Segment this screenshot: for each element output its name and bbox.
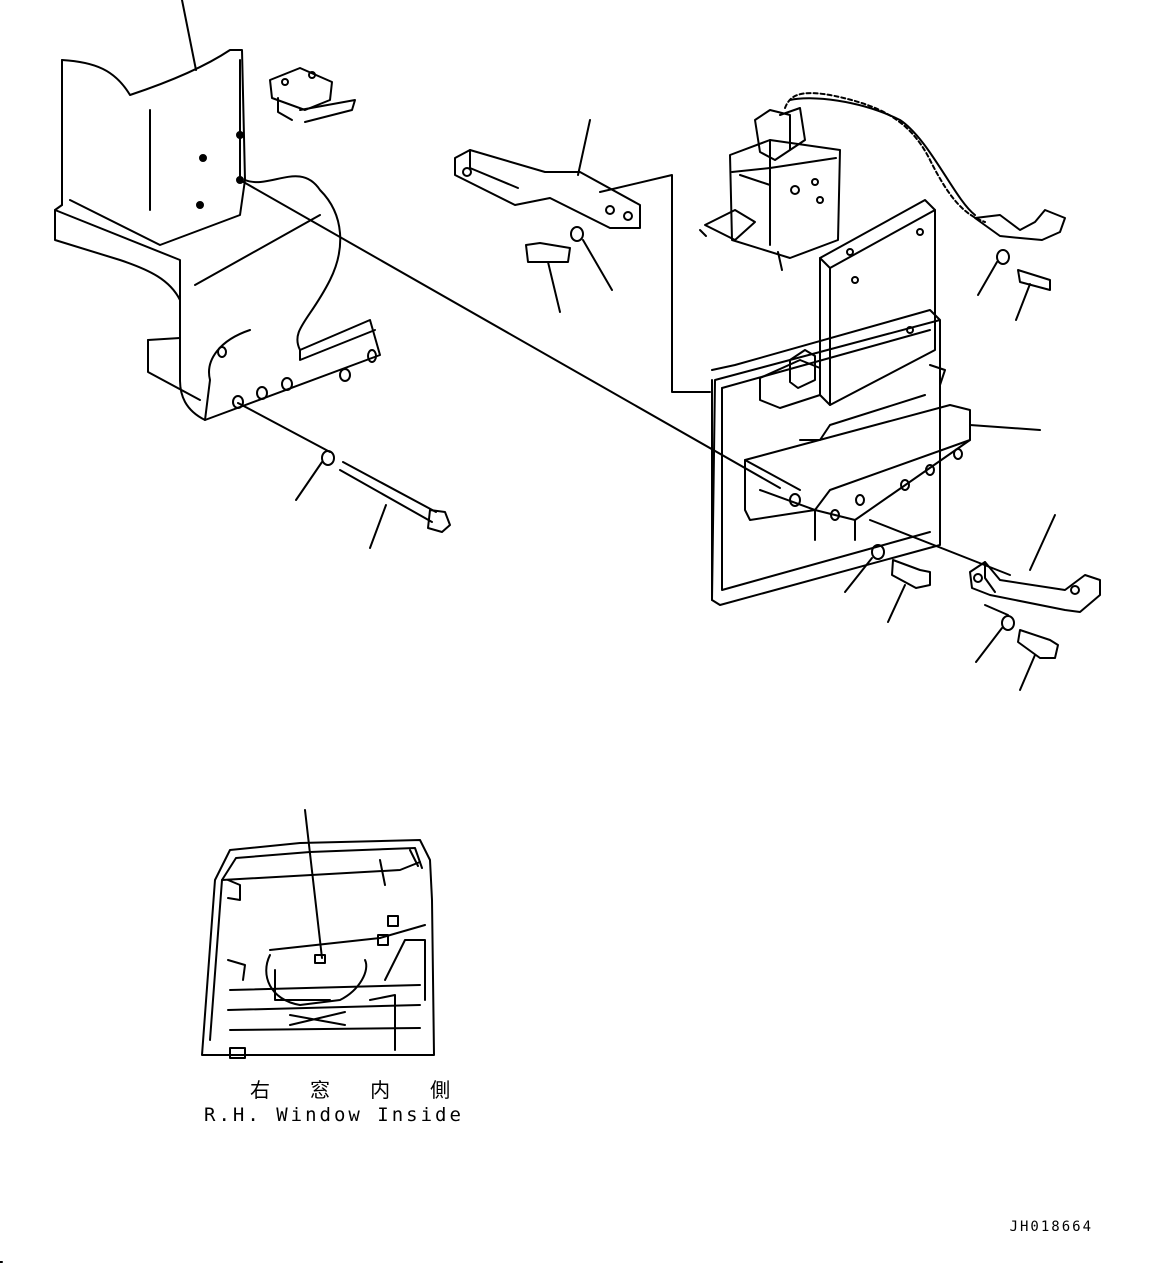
lower-strap xyxy=(970,515,1100,690)
cab-overview-inset xyxy=(202,810,434,1058)
view-caption-japanese: 右 窓 内 側 xyxy=(250,1078,465,1102)
long-bolt-assembly xyxy=(238,403,450,548)
view-caption-english: R.H. Window Inside xyxy=(204,1104,464,1126)
console-mount-bracket xyxy=(55,0,380,420)
drawing-number: JH018664 xyxy=(1009,1219,1093,1235)
upper-strap xyxy=(455,120,710,392)
mounting-plate xyxy=(240,180,1040,622)
solenoid-valve xyxy=(700,93,1065,320)
